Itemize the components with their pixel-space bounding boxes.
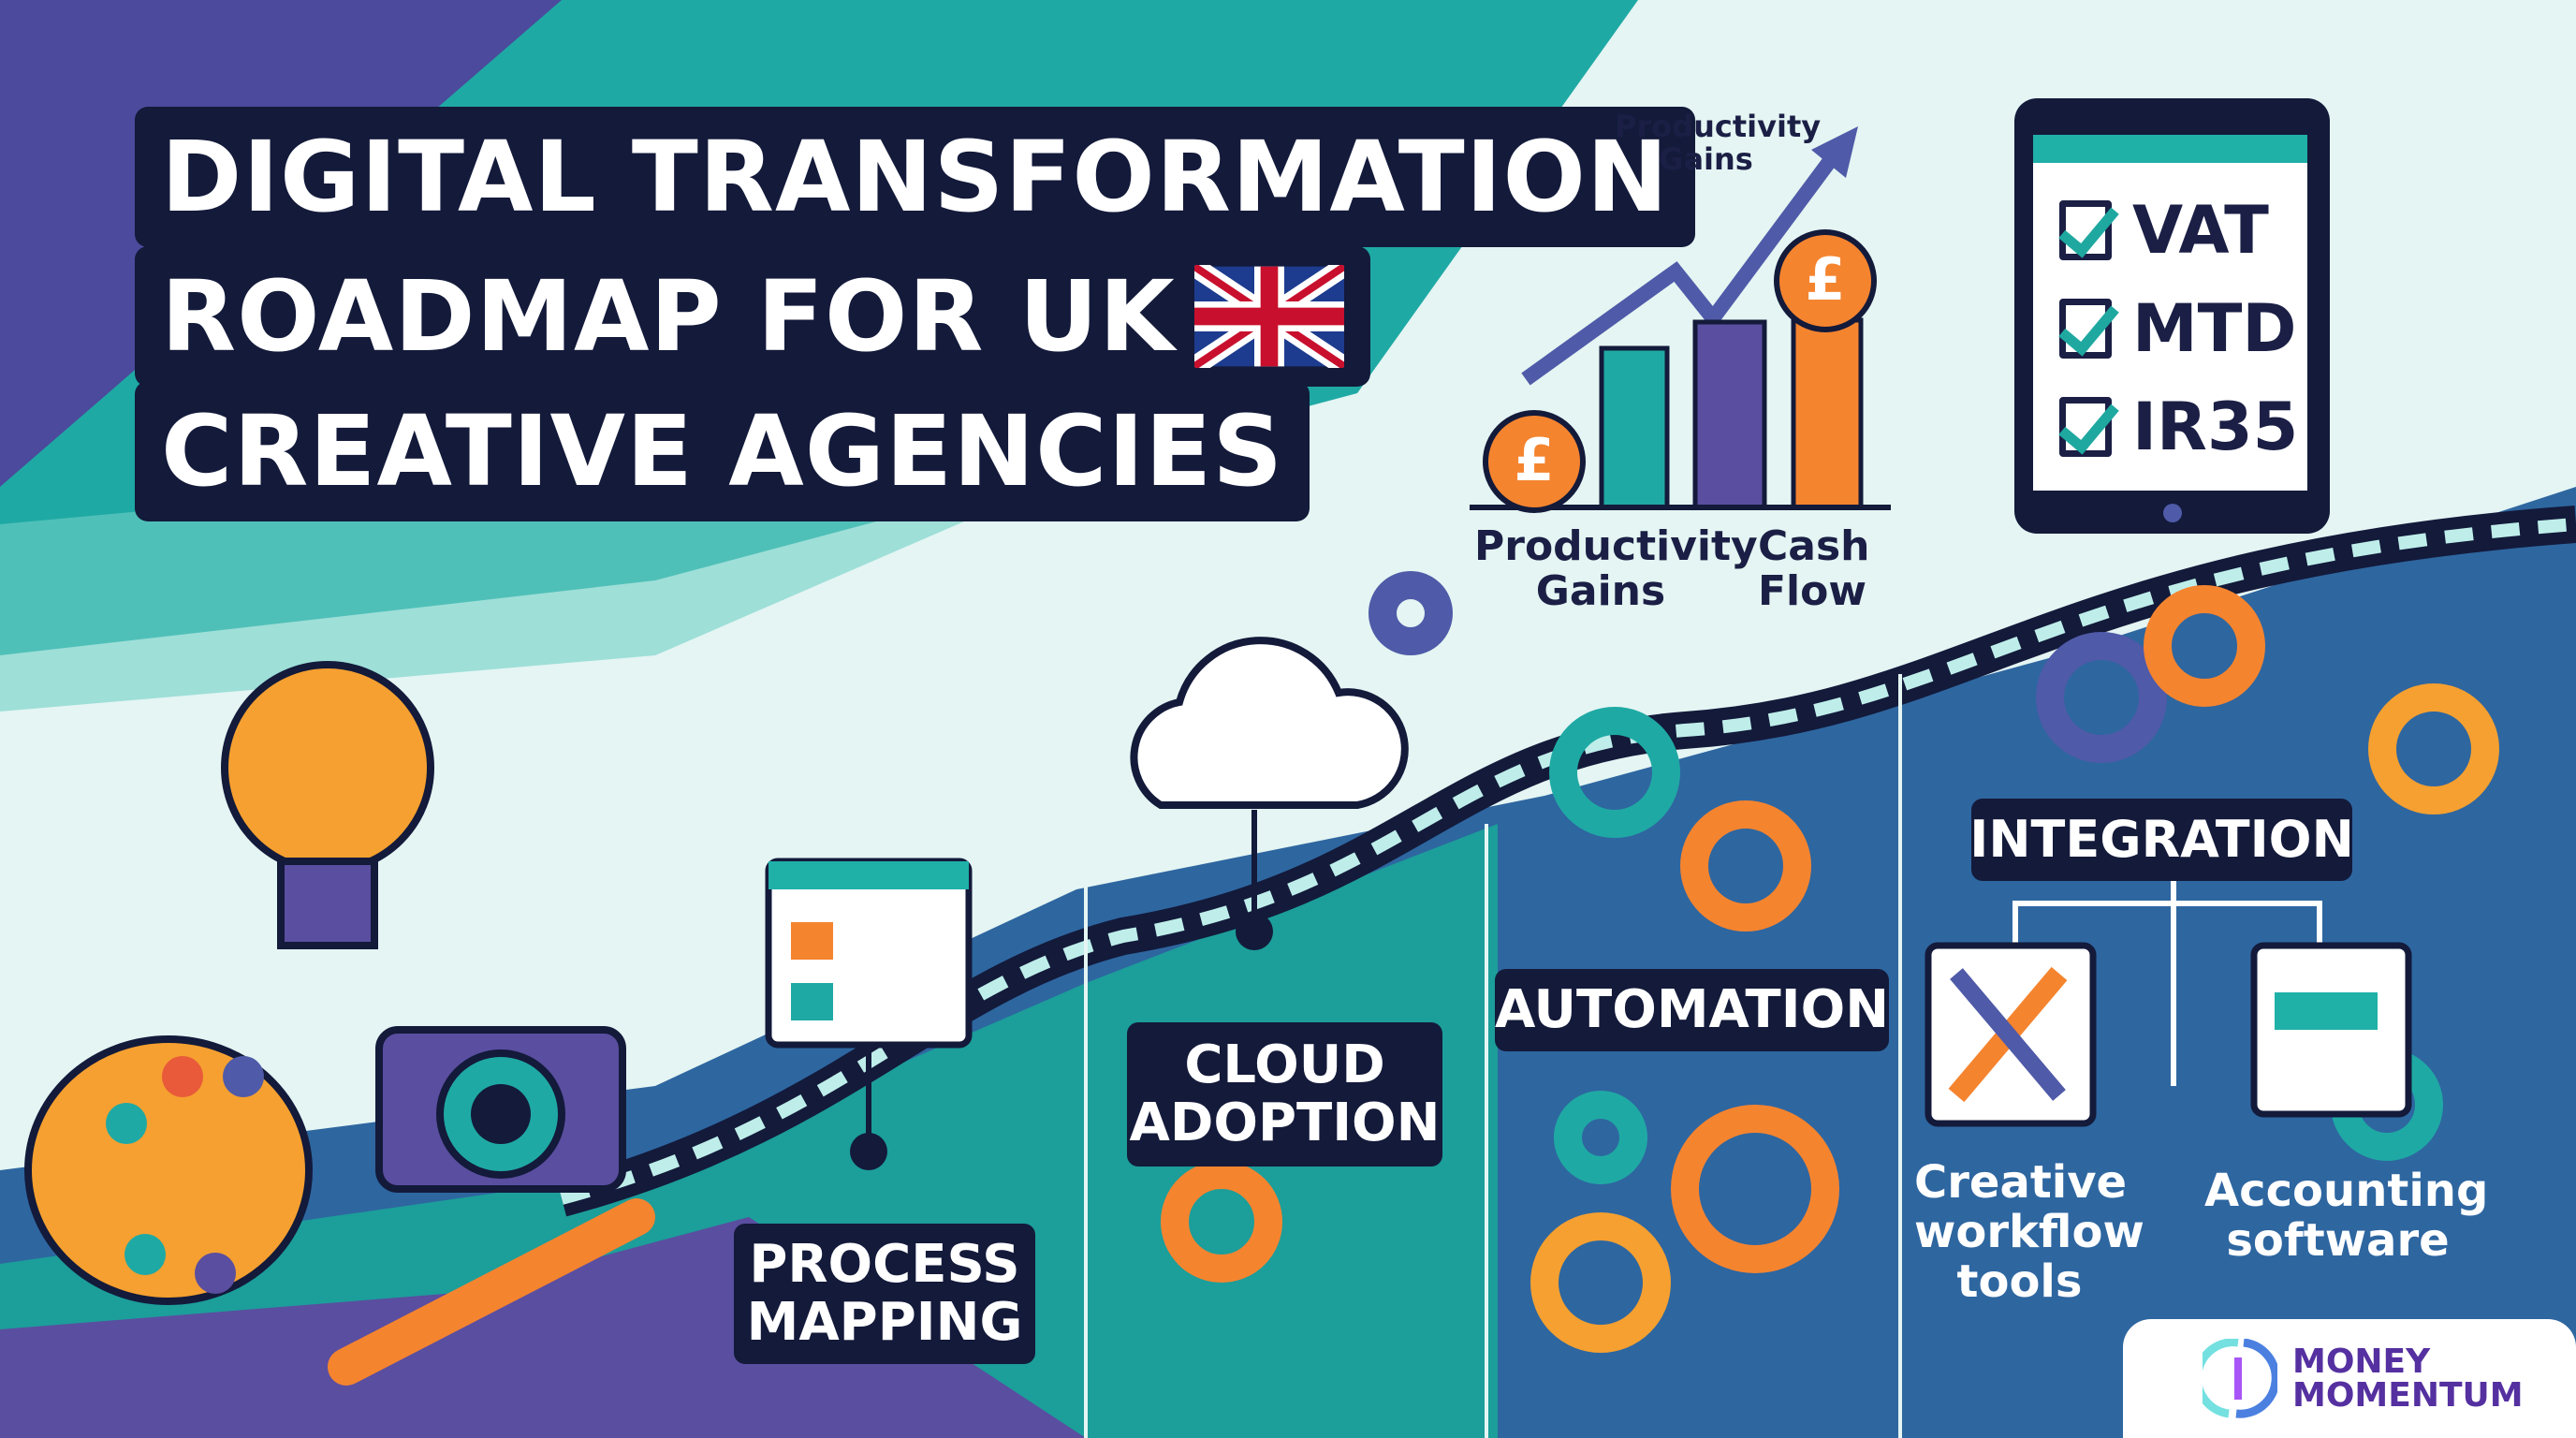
item-label: MTD: [2132, 290, 2297, 367]
money-momentum-logo: MONEY MOMENTUM: [2123, 1319, 2576, 1438]
stage-cloud-adoption: CLOUD ADOPTION: [1127, 1022, 1442, 1167]
logo-mark-icon: [2203, 1339, 2277, 1418]
checkbox-checked-icon: [2059, 397, 2112, 457]
creative-workflow-tools-label: Creative workflow tools: [1914, 1156, 2144, 1308]
item-label: IR35: [2132, 389, 2299, 465]
title-line-1: DIGITAL TRANSFORMATION: [135, 107, 1695, 247]
coin-right: £: [1805, 245, 1846, 314]
title-line-2-text: ROADMAP FOR UK: [161, 259, 1176, 374]
union-jack-flag-icon: [1193, 265, 1344, 368]
bar-orange: [1791, 317, 1864, 510]
logo-line-1: MONEY: [2292, 1342, 2431, 1381]
accounting-software-label: Accounting software: [2204, 1165, 2489, 1267]
stage-process-mapping: PROCESS MAPPING: [734, 1224, 1035, 1364]
stage-automation: AUTOMATION: [1495, 969, 1889, 1051]
logo-text: MONEY MOMENTUM: [2292, 1342, 2524, 1415]
stage-integration: INTEGRATION: [1969, 799, 2354, 881]
logo-line-2: MOMENTUM: [2292, 1375, 2524, 1415]
chart-arrow-label: Productivity Gains: [1615, 109, 1822, 178]
label-cash-flow: Cash Flow: [1758, 522, 1870, 616]
title-line-2: ROADMAP FOR UK: [135, 246, 1370, 387]
checkbox-checked-icon: [2059, 200, 2112, 260]
bar-purple: [1692, 319, 1767, 510]
bar-teal: [1599, 345, 1670, 510]
checklist-item-ir35: IR35: [2059, 389, 2298, 465]
label-productivity-gains: Productivity Gains: [1474, 522, 1758, 616]
item-label: VAT: [2132, 192, 2269, 269]
checkbox-checked-icon: [2059, 299, 2112, 359]
checklist-item-mtd: MTD: [2059, 290, 2297, 367]
coin-left: £: [1514, 426, 1555, 494]
checklist-item-vat: VAT: [2059, 192, 2269, 269]
title-line-3: CREATIVE AGENCIES: [135, 381, 1310, 521]
